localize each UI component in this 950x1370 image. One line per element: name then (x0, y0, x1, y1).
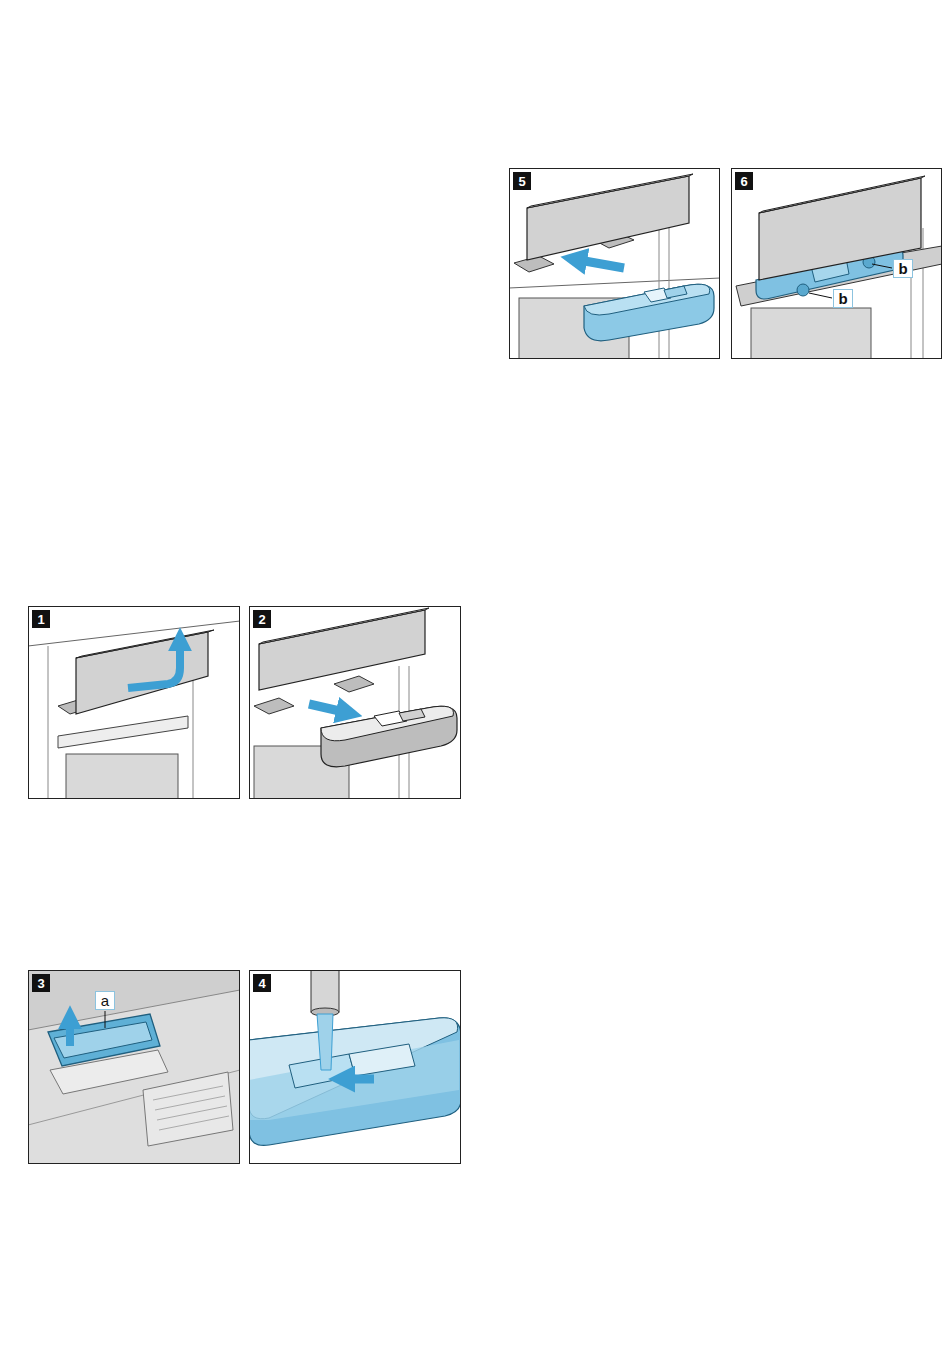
panel-4 (249, 970, 461, 1164)
panel-5 (509, 168, 720, 368)
step-number: 1 (32, 610, 50, 628)
panel-6 (731, 168, 942, 368)
step-number: 4 (253, 974, 271, 992)
step-number: 6 (735, 172, 753, 190)
panel-1 (28, 606, 240, 814)
part-label: a (95, 991, 115, 1010)
part-label: b (893, 259, 913, 278)
panel-2 (249, 606, 461, 806)
step-number: 2 (253, 610, 271, 628)
part-label: b (833, 289, 853, 308)
panel-3 (28, 970, 240, 1164)
step-number: 3 (32, 974, 50, 992)
step-number: 5 (513, 172, 531, 190)
